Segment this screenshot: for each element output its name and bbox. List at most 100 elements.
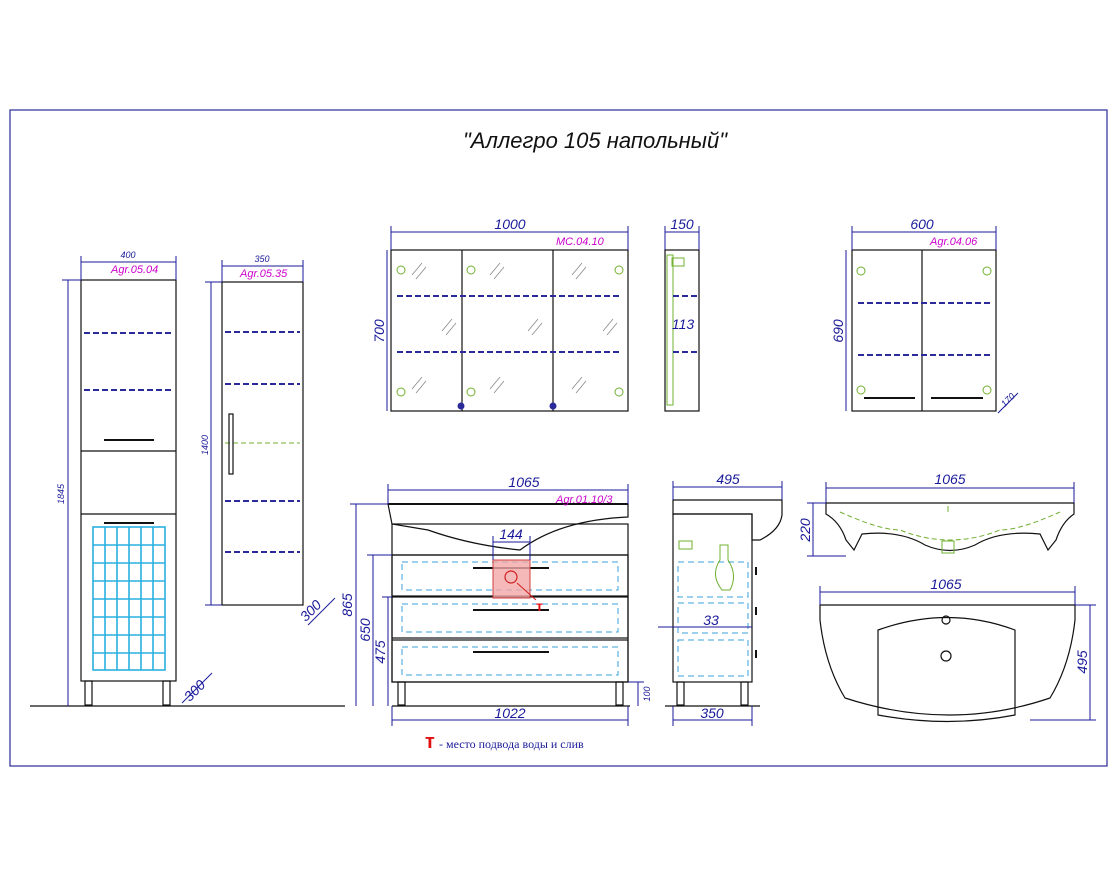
cabinet-leg [162,680,171,706]
vanity-basin [387,503,629,551]
vanity-leg [615,681,624,706]
wall-cabinet: 600 Agr.04.06 690 170 [830,216,1019,414]
height-475-label: 475 [372,640,388,664]
vanity-body [391,523,629,683]
vanity-drawer [391,639,629,683]
leg-height-label: 100 [642,686,652,701]
mirror-side-inner [666,254,674,406]
mirror-reflection [411,262,618,394]
side-depth-label: 495 [716,471,740,487]
side-33-label: 33 [703,612,719,628]
wall-width-label: 600 [910,216,934,232]
plan-width-label: 1065 [930,576,961,592]
side-leg [676,681,685,706]
door-knob [549,402,557,410]
plumbing-zone [492,559,531,599]
mirror-depth-label: 150 [670,216,694,232]
tall-code-label: Agr.05.04 [110,264,158,276]
hinge-mark [396,265,406,275]
mirror-cabinet-body [390,249,629,412]
hinge-mark [466,387,476,397]
tall-pencil-cabinet: 400 Agr.05.04 1845 300 [56,250,213,706]
sink-drain [941,540,955,554]
drain-icon [504,570,518,584]
pipe-width-label: 144 [499,526,523,542]
height-865-label: 865 [339,593,355,617]
drawer-inner [401,603,619,633]
wall-code-label: Agr.04.06 [929,236,978,248]
door-knob [457,402,465,410]
vanity-side-body [672,513,753,683]
vanity-side-top [672,499,783,541]
side-drawer [677,639,749,677]
side-base-label: 350 [700,705,724,721]
legend-mark: т [425,731,435,753]
base-width-label: 1022 [494,705,525,721]
hinge-mark [614,387,624,397]
mirror-inner-label: 113 [672,316,695,332]
hinge-mark [982,266,992,276]
laundry-basket [92,526,166,671]
tall-cabinet-body [80,279,177,682]
hinge-mark [614,265,624,275]
plumbing-pointer [516,582,537,601]
dim-line [181,672,213,704]
sink-outline [825,502,1075,552]
tall-height-label: 1845 [56,483,66,504]
narrow-cabinet-body [221,281,304,606]
wall-height-label: 690 [830,319,846,343]
side-drawer [677,602,749,634]
wall-depth-label: 170 [999,391,1017,409]
height-650-label: 650 [357,618,373,642]
vanity-front: т 144 1065 Agr.01.10/3 865 650 475 100 1… [339,474,652,726]
vanity-width-label: 1065 [508,474,539,490]
narrow-code-label: Agr.05.35 [239,268,288,280]
narrow-pencil-cabinet: 350 Agr.05.35 1400 300 [200,254,336,626]
mirror-width-label: 1000 [494,216,525,232]
mirror-code-label: MC.04.10 [556,236,605,248]
sink-front: 1065 220 [797,471,1075,557]
hinge-mark [466,265,476,275]
plumbing-mark: т [536,598,543,614]
drawer-inner [401,646,619,676]
sink-height-label: 220 [797,518,813,543]
wall-cabinet-body [851,249,997,412]
narrow-height-label: 1400 [200,435,210,455]
mirror-cabinet-side: 150 113 [664,216,700,412]
sink-plan: 1065 495 [819,576,1096,723]
sink-width-label: 1065 [934,471,965,487]
plan-bowl [877,616,1016,723]
sheet-frame [9,109,1108,767]
mirror-side-body [664,249,700,412]
side-drawer [677,561,749,598]
cabinet-leg [84,680,93,706]
legend: т - место подвода воды и слив [425,731,584,753]
hinge-mark [856,266,866,276]
vanity-leg [397,681,406,706]
hinge-mark [856,385,866,395]
drawing-title: "Аллегро 105 напольный" [463,128,728,153]
faucet-hole [941,615,951,625]
hinge-mark [982,385,992,395]
narrow-depth-label: 300 [297,596,325,624]
siphon-pipe [715,544,734,591]
legend-text: - место подвода воды и слив [439,737,584,751]
narrow-width-label: 350 [254,254,269,264]
tall-width-label: 400 [120,250,135,260]
mirror-height-label: 700 [371,319,387,343]
plan-depth-label: 495 [1074,650,1090,674]
vanity-code-label: Agr.01.10/3 [555,494,613,506]
dim-line [997,392,1019,414]
mirror-cabinet: 1000 MC.04.10 700 [371,216,629,412]
plan-outline [819,604,1076,716]
wall-connector [678,540,693,550]
vanity-side: 495 33 350 [658,471,783,726]
sink-bowl [839,511,1061,541]
hinge-mark [396,387,406,397]
narrow-cabinet-handle [228,413,234,475]
drain-hole [940,650,952,662]
side-leg [740,681,749,706]
mirror-side-light [671,257,685,267]
dim-line [307,597,336,626]
